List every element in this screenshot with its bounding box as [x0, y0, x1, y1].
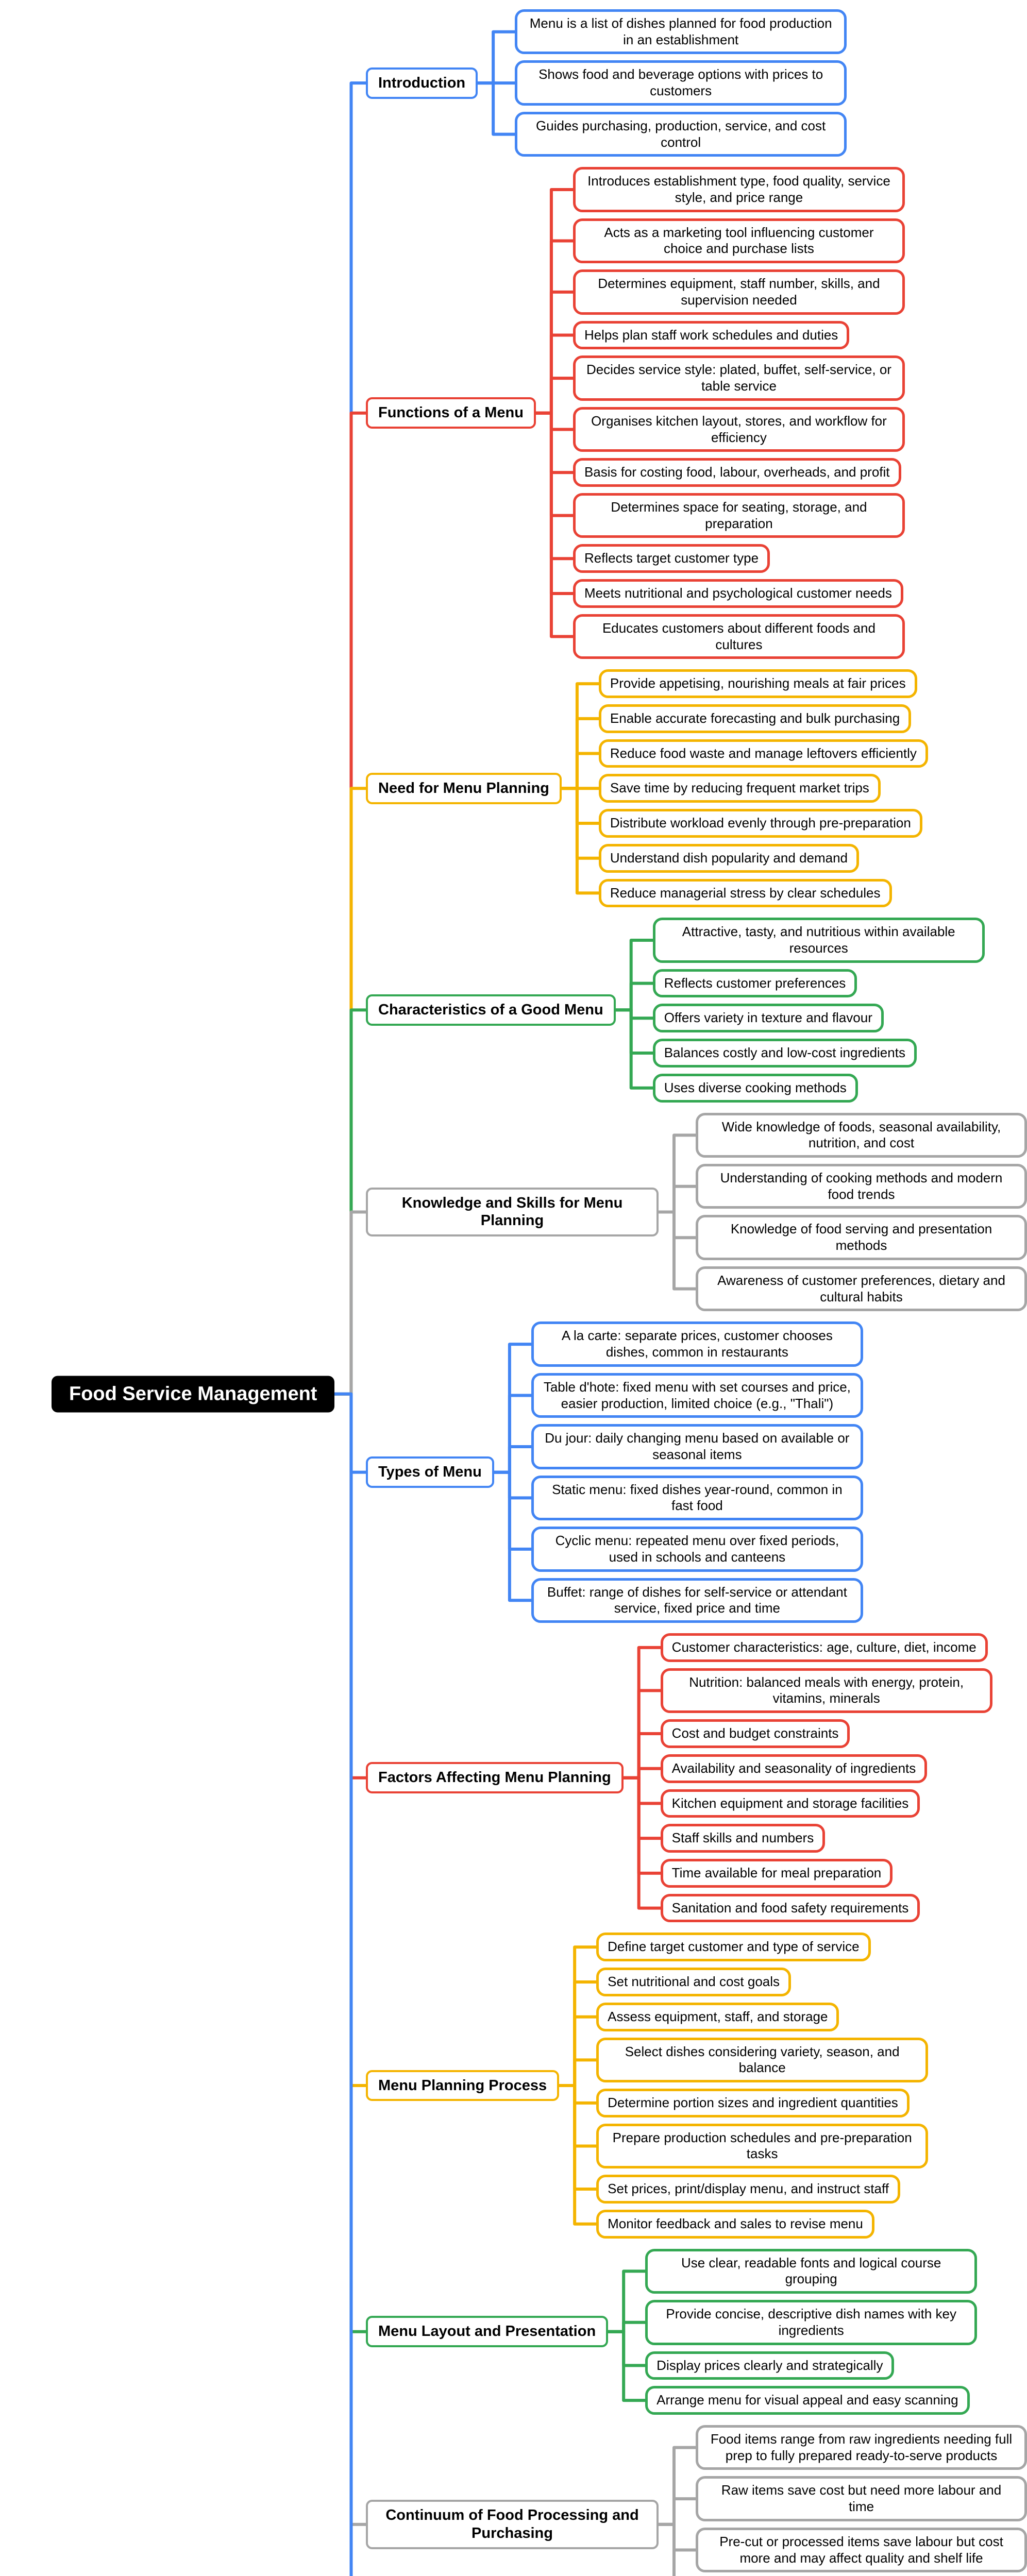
leaf-node: Knowledge of food serving and presentati… — [696, 1215, 1027, 1260]
leaf-node: Wide knowledge of foods, seasonal availa… — [696, 1112, 1027, 1158]
leaf-node: Raw items save cost but need more labour… — [696, 2476, 1027, 2521]
leaf-node: Organises kitchen layout, stores, and wo… — [573, 406, 905, 452]
branch-label-knowledge-and-skills: Knowledge and Skills for Menu Planning — [366, 1187, 659, 1237]
leaf-node: Du jour: daily changing menu based on av… — [531, 1424, 863, 1469]
leaf-node: Monitor feedback and sales to revise men… — [596, 2209, 874, 2239]
leaf-node: Helps plan staff work schedules and duti… — [573, 320, 850, 350]
branch-label-menu-planning-process: Menu Planning Process — [366, 2070, 560, 2102]
branch-introduction: Introduction Menu is a list of dishes pl… — [366, 9, 1027, 157]
leaf-node: Set nutritional and cost goals — [596, 1968, 792, 1996]
leaves-factors-affecting-menu-planning: Customer characteristics: age, culture, … — [660, 1633, 992, 1923]
branch-characteristics-of-a-good-menu: Characteristics of a Good Menu Attractiv… — [366, 918, 1027, 1103]
leaf-node: Time available for meal preparation — [660, 1859, 893, 1888]
leaf-node: Staff skills and numbers — [660, 1824, 826, 1853]
leaf-node: Cyclic menu: repeated menu over fixed pe… — [531, 1527, 863, 1572]
leaf-node: Attractive, tasty, and nutritious within… — [652, 918, 985, 963]
leaf-node: Use clear, readable fonts and logical co… — [645, 2248, 978, 2294]
leaf-node: Display prices clearly and strategically — [645, 2351, 895, 2380]
leaf-node: Guides purchasing, production, service, … — [515, 111, 847, 157]
leaf-node: Decides service style: plated, buffet, s… — [573, 355, 905, 401]
leaf-node: Arrange menu for visual appeal and easy … — [645, 2386, 970, 2415]
leaf-node: Customer characteristics: age, culture, … — [660, 1633, 988, 1662]
leaf-node: Understanding of cooking methods and mod… — [696, 1164, 1027, 1209]
leaf-node: Understand dish popularity and demand — [598, 843, 859, 873]
leaf-node: Meets nutritional and psychological cust… — [573, 579, 903, 608]
branch-label-menu-layout-and-presentation: Menu Layout and Presentation — [366, 2316, 609, 2348]
leaf-node: Assess equipment, staff, and storage — [596, 2002, 839, 2031]
branch-label-introduction: Introduction — [366, 67, 478, 99]
branch-label-characteristics-of-a-good-menu: Characteristics of a Good Menu — [366, 994, 616, 1026]
leaf-node: Nutrition: balanced meals with energy, p… — [660, 1668, 992, 1714]
branch-factors-affecting-menu-planning: Factors Affecting Menu Planning Customer… — [366, 1633, 1027, 1923]
leaf-node: Pre-cut or processed items save labour b… — [696, 2527, 1027, 2573]
leaf-node: Offers variety in texture and flavour — [652, 1004, 884, 1033]
leaf-node: Acts as a marketing tool influencing cus… — [573, 218, 905, 264]
leaf-node: Enable accurate forecasting and bulk pur… — [598, 704, 912, 733]
leaf-node: Select dishes considering variety, seaso… — [596, 2037, 929, 2083]
leaf-node: Reflects customer preferences — [652, 969, 857, 998]
leaf-node: Educates customers about different foods… — [573, 614, 905, 659]
leaf-node: Determines space for seating, storage, a… — [573, 493, 905, 538]
leaf-node: Basis for costing food, labour, overhead… — [573, 458, 901, 487]
branch-knowledge-and-skills: Knowledge and Skills for Menu Planning W… — [366, 1112, 1027, 1312]
branch-label-factors-affecting-menu-planning: Factors Affecting Menu Planning — [366, 1762, 624, 1794]
branch-label-functions-of-a-menu: Functions of a Menu — [366, 397, 536, 429]
leaves-functions-of-a-menu: Introduces establishment type, food qual… — [573, 167, 905, 659]
leaf-node: Buffet: range of dishes for self-service… — [531, 1578, 863, 1623]
leaves-menu-layout-and-presentation: Use clear, readable fonts and logical co… — [645, 2248, 978, 2415]
leaf-node: Reduce managerial stress by clear schedu… — [598, 878, 892, 908]
leaf-node: Uses diverse cooking methods — [652, 1073, 858, 1103]
leaf-node: Provide appetising, nourishing meals at … — [598, 669, 917, 698]
leaf-node: Provide concise, descriptive dish names … — [645, 2300, 978, 2345]
leaf-node: Table d'hote: fixed menu with set course… — [531, 1372, 863, 1418]
leaf-node: Introduces establishment type, food qual… — [573, 167, 905, 212]
leaves-types-of-menu: A la carte: separate prices, customer ch… — [531, 1321, 863, 1623]
branch-menu-planning-process: Menu Planning Process Define target cust… — [366, 1933, 1027, 2239]
leaf-node: Determine portion sizes and ingredient q… — [596, 2089, 910, 2117]
leaf-node: Reflects target customer type — [573, 544, 770, 573]
branch-functions-of-a-menu: Functions of a Menu Introduces establish… — [366, 167, 1027, 659]
leaf-node: A la carte: separate prices, customer ch… — [531, 1321, 863, 1367]
leaf-node: Kitchen equipment and storage facilities — [660, 1789, 920, 1818]
leaf-node: Determines equipment, staff number, skil… — [573, 269, 905, 315]
branch-label-need-for-menu-planning: Need for Menu Planning — [366, 772, 562, 804]
leaf-node: Sanitation and food safety requirements — [660, 1893, 920, 1923]
leaf-node: Define target customer and type of servi… — [596, 1933, 871, 1962]
central-node: Food Service Management — [52, 1376, 335, 1413]
leaf-node: Set prices, print/display menu, and inst… — [596, 2175, 900, 2204]
leaf-node: Balances costly and low-cost ingredients — [652, 1039, 917, 1067]
leaf-node: Save time by reducing frequent market tr… — [598, 774, 881, 803]
leaf-node: Food items range from raw ingredients ne… — [696, 2425, 1027, 2470]
branch-menu-layout-and-presentation: Menu Layout and Presentation Use clear, … — [366, 2248, 1027, 2415]
leaf-node: Cost and budget constraints — [660, 1719, 850, 1748]
branch-continuum-of-food-processing: Continuum of Food Processing and Purchas… — [366, 2425, 1027, 2576]
leaf-node: Shows food and beverage options with pri… — [515, 60, 847, 106]
leaf-node: Distribute workload evenly through pre-p… — [598, 809, 922, 838]
leaf-node: Availability and seasonality of ingredie… — [660, 1754, 928, 1783]
branch-types-of-menu: Types of Menu A la carte: separate price… — [366, 1321, 1027, 1623]
leaves-menu-planning-process: Define target customer and type of servi… — [596, 1933, 929, 2239]
branch-need-for-menu-planning: Need for Menu Planning Provide appetisin… — [366, 669, 1027, 908]
leaves-introduction: Menu is a list of dishes planned for foo… — [515, 9, 847, 157]
leaves-continuum-of-food-processing: Food items range from raw ingredients ne… — [696, 2425, 1027, 2576]
leaf-node: Static menu: fixed dishes year-round, co… — [531, 1475, 863, 1521]
leaves-characteristics-of-a-good-menu: Attractive, tasty, and nutritious within… — [652, 918, 985, 1103]
leaf-node: Awareness of customer preferences, dieta… — [696, 1266, 1027, 1312]
leaves-knowledge-and-skills: Wide knowledge of foods, seasonal availa… — [696, 1112, 1027, 1312]
leaf-node: Reduce food waste and manage leftovers e… — [598, 739, 928, 768]
branch-label-continuum-of-food-processing: Continuum of Food Processing and Purchas… — [366, 2500, 659, 2549]
leaves-need-for-menu-planning: Provide appetising, nourishing meals at … — [598, 669, 928, 908]
branch-label-types-of-menu: Types of Menu — [366, 1456, 494, 1488]
leaf-node: Prepare production schedules and pre-pre… — [596, 2123, 929, 2169]
leaf-node: Menu is a list of dishes planned for foo… — [515, 9, 847, 55]
